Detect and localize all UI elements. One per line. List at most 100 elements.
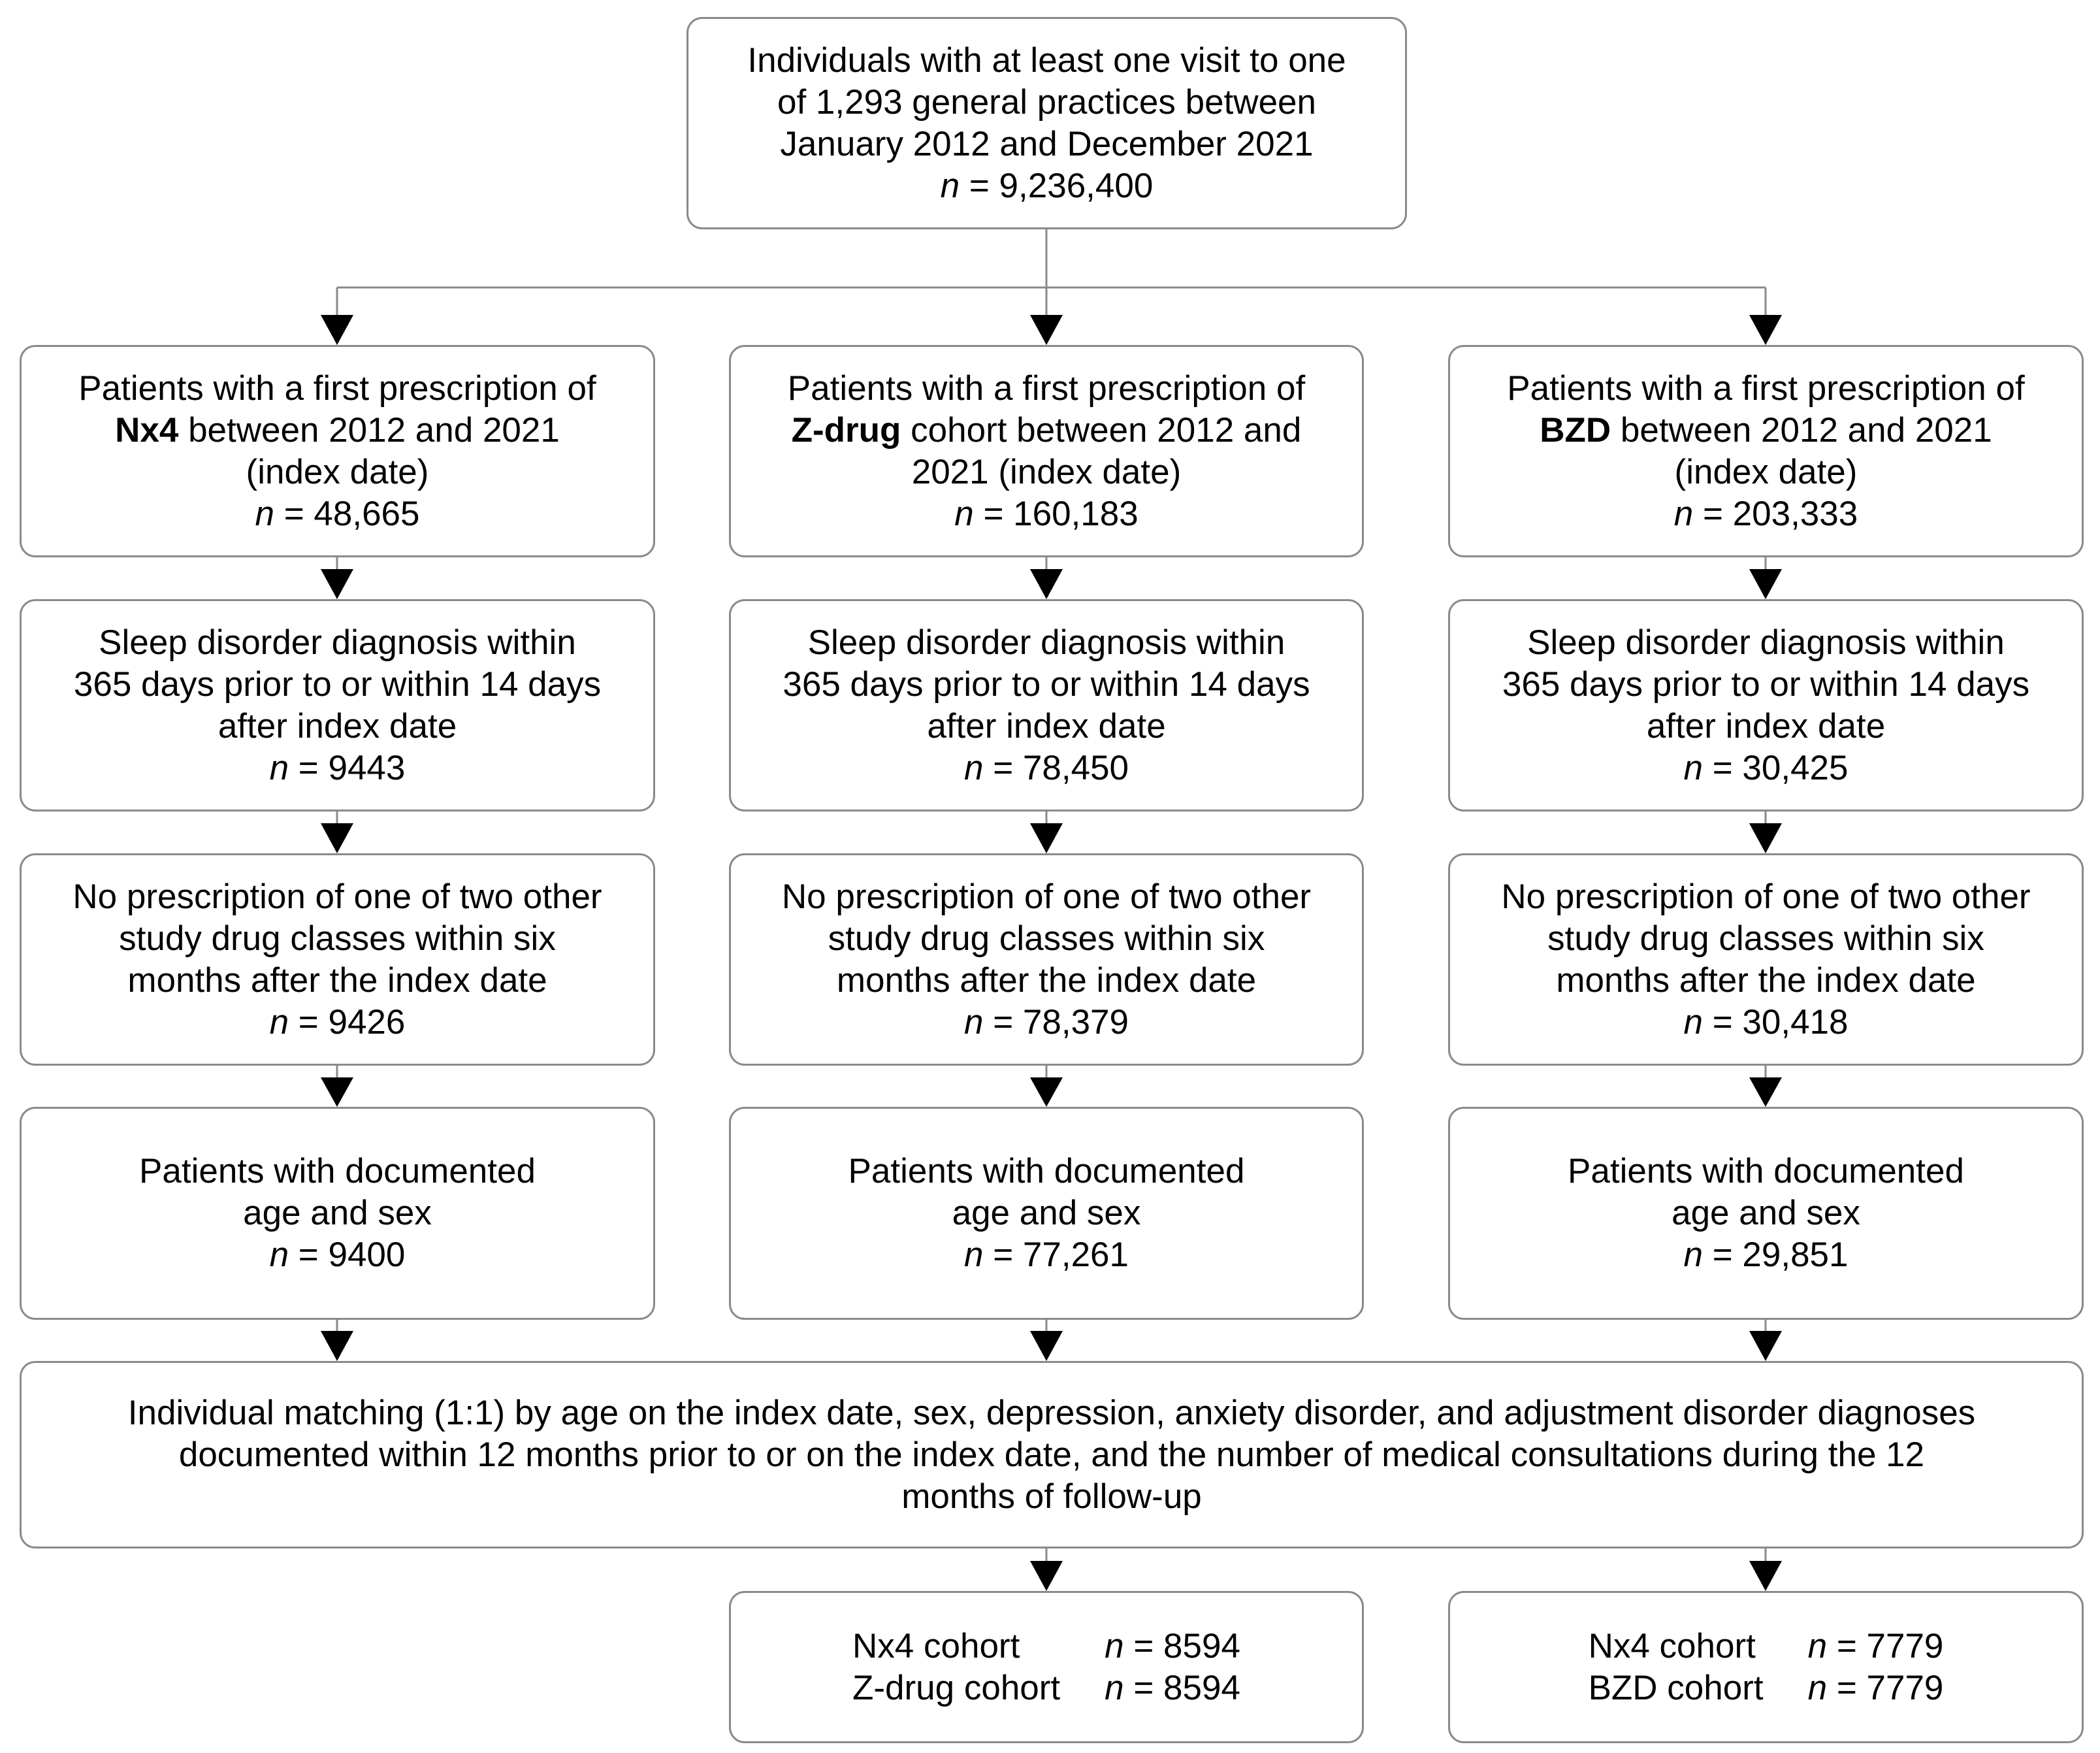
cohort-count: n = 7779	[1808, 1667, 1944, 1709]
count-value: = 78,450	[983, 748, 1129, 787]
arrowhead-mid-6	[1030, 1561, 1063, 1591]
no-rx-line-1: No prescription of one of two other	[73, 877, 602, 916]
no-rx-line-3: months after the index date	[836, 960, 1257, 1000]
n-symbol: n	[1807, 1626, 1828, 1665]
bzd-no-other-prescription-box: No prescription of one of two other stud…	[1448, 853, 2084, 1066]
arrowheads	[321, 315, 1782, 1591]
count-value: = 77,261	[983, 1236, 1129, 1274]
nx4-vs-zdrug-result-box: Nx4 cohort n = 8594 Z-drug cohort n = 85…	[729, 1591, 1364, 1743]
no-rx-line-3: months after the index date	[127, 960, 547, 1000]
sleep-count: n = 30,425	[1684, 747, 1849, 789]
n-symbol: n	[1683, 1002, 1703, 1041]
sleep-line-3: after index date	[218, 706, 457, 745]
sleep-line-1: Sleep disorder diagnosis within	[1527, 623, 2005, 662]
no-rx-line-1: No prescription of one of two other	[781, 877, 1312, 916]
zdrug-sleep-disorder-box: Sleep disorder diagnosis within 365 days…	[729, 599, 1364, 811]
arrowhead-left-3	[321, 823, 353, 853]
connector-lines	[336, 229, 1767, 1561]
nx4-sleep-disorder-box: Sleep disorder diagnosis within 365 days…	[20, 599, 655, 811]
arrowhead-right-6	[1749, 1561, 1782, 1591]
sleep-count: n = 9443	[270, 747, 406, 789]
first-rx-line-3: (index date)	[246, 452, 429, 491]
drug-name: Nx4	[115, 410, 179, 450]
source-line-2: of 1,293 general practices between	[777, 82, 1316, 122]
sleep-line-3: after index date	[927, 706, 1166, 745]
count-value: = 30,418	[1702, 1002, 1849, 1041]
n-symbol: n	[269, 1002, 289, 1041]
matching-line-2: documented within 12 months prior to or …	[178, 1435, 1925, 1474]
matching-line-3: months of follow-up	[901, 1477, 1202, 1516]
sleep-line-3: after index date	[1646, 706, 1886, 745]
documented-count: n = 77,261	[964, 1234, 1129, 1276]
n-symbol: n	[964, 1236, 984, 1274]
first-rx-line-1: Patients with a first prescription of	[787, 369, 1306, 408]
n-symbol: n	[964, 748, 984, 787]
n-symbol: n	[940, 166, 960, 205]
n-symbol: n	[1673, 494, 1694, 533]
first-rx-line-2-rest: between 2012 and 2021	[178, 410, 560, 450]
arrowhead-right-2	[1749, 569, 1782, 599]
count-value: = 29,851	[1702, 1236, 1849, 1274]
arrowhead-mid-5	[1030, 1331, 1063, 1361]
cohort-label: Nx4 cohort	[1588, 1626, 1756, 1665]
arrowhead-right-1	[1749, 315, 1782, 345]
count-value: = 9426	[289, 1002, 406, 1041]
no-rx-count: n = 9426	[270, 1002, 406, 1043]
n-symbol: n	[255, 494, 274, 533]
no-rx-line-3: months after the index date	[1556, 960, 1976, 1000]
first-rx-count: n = 203,333	[1674, 493, 1858, 535]
count-value: = 30,425	[1702, 748, 1849, 787]
count-value: = 78,379	[983, 1002, 1129, 1041]
first-rx-count: n = 160,183	[954, 493, 1138, 535]
nx4-documented-age-sex-box: Patients with documented age and sex n =…	[20, 1107, 655, 1320]
arrowhead-mid-4	[1030, 1077, 1063, 1107]
n-symbol: n	[954, 494, 974, 533]
no-rx-line-1: No prescription of one of two other	[1501, 877, 2031, 916]
count-value: = 9443	[289, 748, 406, 787]
sleep-line-1: Sleep disorder diagnosis within	[807, 623, 1285, 662]
sleep-line-2: 365 days prior to or within 14 days	[73, 664, 602, 704]
cohort-count: n = 8594	[1105, 1667, 1240, 1709]
first-rx-line-3: (index date)	[1674, 452, 1858, 491]
arrowhead-left-2	[321, 569, 353, 599]
first-rx-line-2: Nx4 between 2012 and 2021	[115, 410, 560, 451]
matching-line-1: Individual matching (1:1) by age on the …	[127, 1393, 1976, 1432]
count-value: = 8594	[1123, 1626, 1240, 1665]
first-rx-line-2: Z-drug cohort between 2012 and	[792, 410, 1302, 451]
count-value: = 203,333	[1693, 494, 1858, 533]
documented-line-1: Patients with documented	[139, 1152, 536, 1190]
n-symbol: n	[269, 1236, 289, 1274]
source-line-1: Individuals with at least one visit to o…	[747, 41, 1346, 80]
no-rx-line-2: study drug classes within six	[119, 919, 556, 958]
cohort-label: Nx4 cohort	[852, 1626, 1020, 1665]
cohort-label: Z-drug cohort	[852, 1668, 1061, 1707]
documented-count: n = 9400	[270, 1234, 406, 1276]
drug-name: Z-drug	[791, 410, 901, 450]
sleep-line-2: 365 days prior to or within 14 days	[1502, 664, 2030, 704]
first-rx-line-2: BZD between 2012 and 2021	[1540, 410, 1992, 451]
sleep-line-1: Sleep disorder diagnosis within	[99, 623, 576, 662]
first-rx-line-2-rest: between 2012 and 2021	[1611, 410, 1992, 450]
n-symbol: n	[269, 748, 289, 787]
n-symbol: n	[1105, 1668, 1124, 1707]
source-count: n = 9,236,400	[941, 165, 1154, 207]
zdrug-first-prescription-box: Patients with a first prescription of Z-…	[729, 345, 1364, 557]
no-rx-count: n = 30,418	[1684, 1002, 1849, 1043]
documented-count: n = 29,851	[1684, 1234, 1849, 1276]
n-symbol: n	[1807, 1668, 1828, 1707]
count-value: = 7779	[1827, 1668, 1944, 1707]
individual-matching-box: Individual matching (1:1) by age on the …	[20, 1361, 2084, 1548]
count-value: = 48,665	[274, 494, 420, 533]
arrowhead-left-1	[321, 315, 353, 345]
zdrug-documented-age-sex-box: Patients with documented age and sex n =…	[729, 1107, 1364, 1320]
no-rx-line-2: study drug classes within six	[1547, 919, 1984, 958]
no-rx-count: n = 78,379	[964, 1002, 1129, 1043]
arrowhead-right-5	[1749, 1331, 1782, 1361]
arrowhead-left-4	[321, 1077, 353, 1107]
nx4-first-prescription-box: Patients with a first prescription of Nx…	[20, 345, 655, 557]
first-rx-line-2-rest: cohort between 2012 and	[901, 410, 1302, 450]
first-rx-line-1: Patients with a first prescription of	[1507, 369, 2025, 408]
documented-line-1: Patients with documented	[1568, 1152, 1964, 1190]
cohort-count: n = 8594	[1105, 1626, 1240, 1667]
